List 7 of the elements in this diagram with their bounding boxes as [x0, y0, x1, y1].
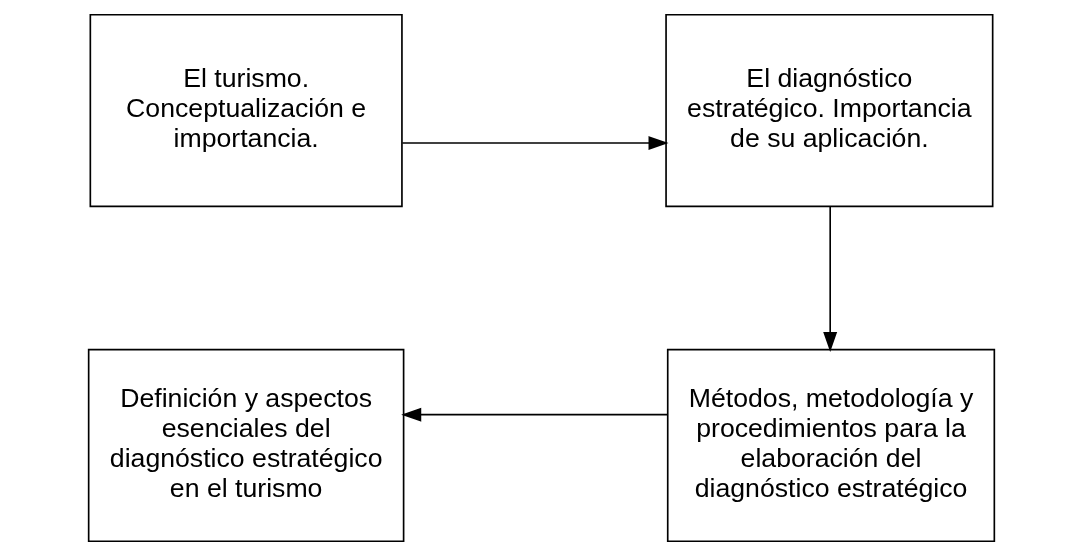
arrow — [401, 136, 669, 151]
arrow — [400, 407, 668, 422]
node-box: Definición y aspectos esenciales del diagnóstico estratégico en el turismo — [87, 348, 404, 543]
node-box: El turismo. Conceptualización e importancia. — [89, 13, 403, 208]
node-box: El diagnóstico estratégico. Importancia de su aplicación. — [664, 13, 993, 208]
arrow — [822, 205, 837, 352]
node-box: Métodos, metodología y procedimientos para la elaboración del diagnóstico estratégico — [666, 348, 995, 543]
